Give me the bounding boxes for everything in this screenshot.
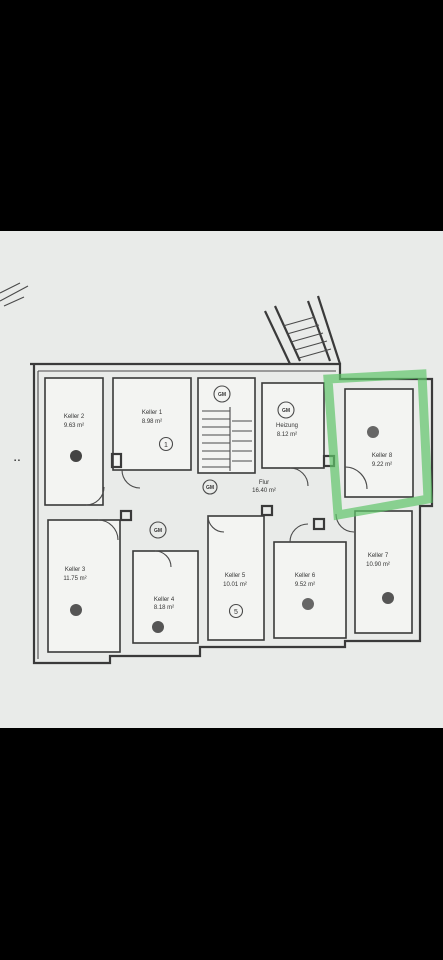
room-area: 11.75 m² bbox=[63, 576, 86, 582]
door-keller8 bbox=[344, 466, 368, 490]
gas-meter-icon bbox=[202, 479, 218, 495]
room-area: 9.22 m² bbox=[372, 462, 392, 468]
door-heizung bbox=[289, 467, 309, 487]
room-heizung bbox=[261, 382, 325, 469]
room-stairwell bbox=[197, 377, 256, 474]
floor-plan-photo: GM GM GM GM Keller 2 9.63 m² Keller 1 8.… bbox=[0, 231, 443, 728]
utility-box bbox=[110, 452, 123, 469]
room-keller8 bbox=[344, 388, 414, 498]
gas-meter-icon bbox=[213, 385, 231, 403]
room-name: Flur bbox=[259, 480, 269, 486]
utility-box bbox=[119, 509, 133, 522]
room-number-badge bbox=[382, 592, 394, 604]
gas-meter-label: GM bbox=[218, 392, 226, 398]
room-number-badge bbox=[70, 450, 82, 462]
room-area: 10.90 m² bbox=[366, 562, 390, 568]
room-keller3 bbox=[47, 519, 121, 653]
gas-meter-icon bbox=[277, 401, 295, 419]
room-keller7 bbox=[354, 510, 413, 634]
room-name: Keller 7 bbox=[368, 553, 389, 559]
room-keller4 bbox=[132, 550, 199, 644]
stair-treads bbox=[282, 316, 332, 359]
paper-edge bbox=[0, 285, 29, 302]
floor-plan: GM GM GM GM Keller 2 9.63 m² Keller 1 8.… bbox=[0, 282, 434, 665]
room-number-badge bbox=[158, 436, 174, 452]
door-keller4 bbox=[154, 550, 172, 568]
room-number-badge bbox=[302, 598, 314, 610]
paper-hatch bbox=[0, 282, 25, 307]
room-number-badge bbox=[367, 426, 379, 438]
door-keller6 bbox=[289, 523, 309, 543]
door-keller2 bbox=[85, 486, 105, 506]
highlight-keller8 bbox=[323, 369, 433, 521]
room-keller5 bbox=[207, 515, 265, 641]
room-name: Keller 3 bbox=[65, 567, 86, 573]
room-name: Keller 2 bbox=[64, 414, 85, 420]
utility-box bbox=[260, 504, 274, 517]
interior-stairs bbox=[202, 407, 252, 471]
room-area: 9.63 m² bbox=[64, 423, 84, 429]
room-area: 8.12 m² bbox=[277, 432, 297, 438]
door-keller3 bbox=[97, 519, 119, 541]
room-name: Keller 1 bbox=[142, 410, 163, 416]
entrance-stair bbox=[264, 295, 342, 365]
room-name: Heizung bbox=[276, 423, 298, 429]
utility-box bbox=[312, 517, 326, 531]
room-number-badge bbox=[70, 604, 82, 616]
room-number: 1 bbox=[164, 442, 168, 449]
room-name: Keller 4 bbox=[154, 597, 175, 603]
room-name: Keller 5 bbox=[225, 573, 246, 579]
door-keller1 bbox=[121, 469, 141, 489]
gas-meter-label: GM bbox=[282, 408, 290, 414]
gas-meter-label: GM bbox=[206, 485, 214, 491]
room-keller1 bbox=[112, 377, 192, 471]
room-number: 5 bbox=[234, 609, 238, 616]
room-number-badge bbox=[228, 603, 244, 619]
room-area: 8.98 m² bbox=[142, 419, 162, 425]
paper-mark: ▪ ▪ bbox=[14, 458, 20, 464]
door-keller5 bbox=[207, 515, 225, 533]
gas-meter-label: GM bbox=[154, 528, 162, 534]
room-name: Keller 6 bbox=[295, 573, 316, 579]
room-area: 16.40 m² bbox=[252, 488, 276, 494]
room-name: Keller 8 bbox=[372, 453, 393, 459]
room-number-badge bbox=[152, 621, 164, 633]
gas-meter-icon bbox=[149, 521, 167, 539]
room-area: 10.01 m² bbox=[223, 582, 247, 588]
room-keller6 bbox=[273, 541, 347, 639]
room-area: 9.52 m² bbox=[295, 582, 315, 588]
room-keller2 bbox=[44, 377, 104, 506]
room-area: 8.18 m² bbox=[154, 605, 174, 611]
inner-wall-line bbox=[37, 370, 336, 659]
